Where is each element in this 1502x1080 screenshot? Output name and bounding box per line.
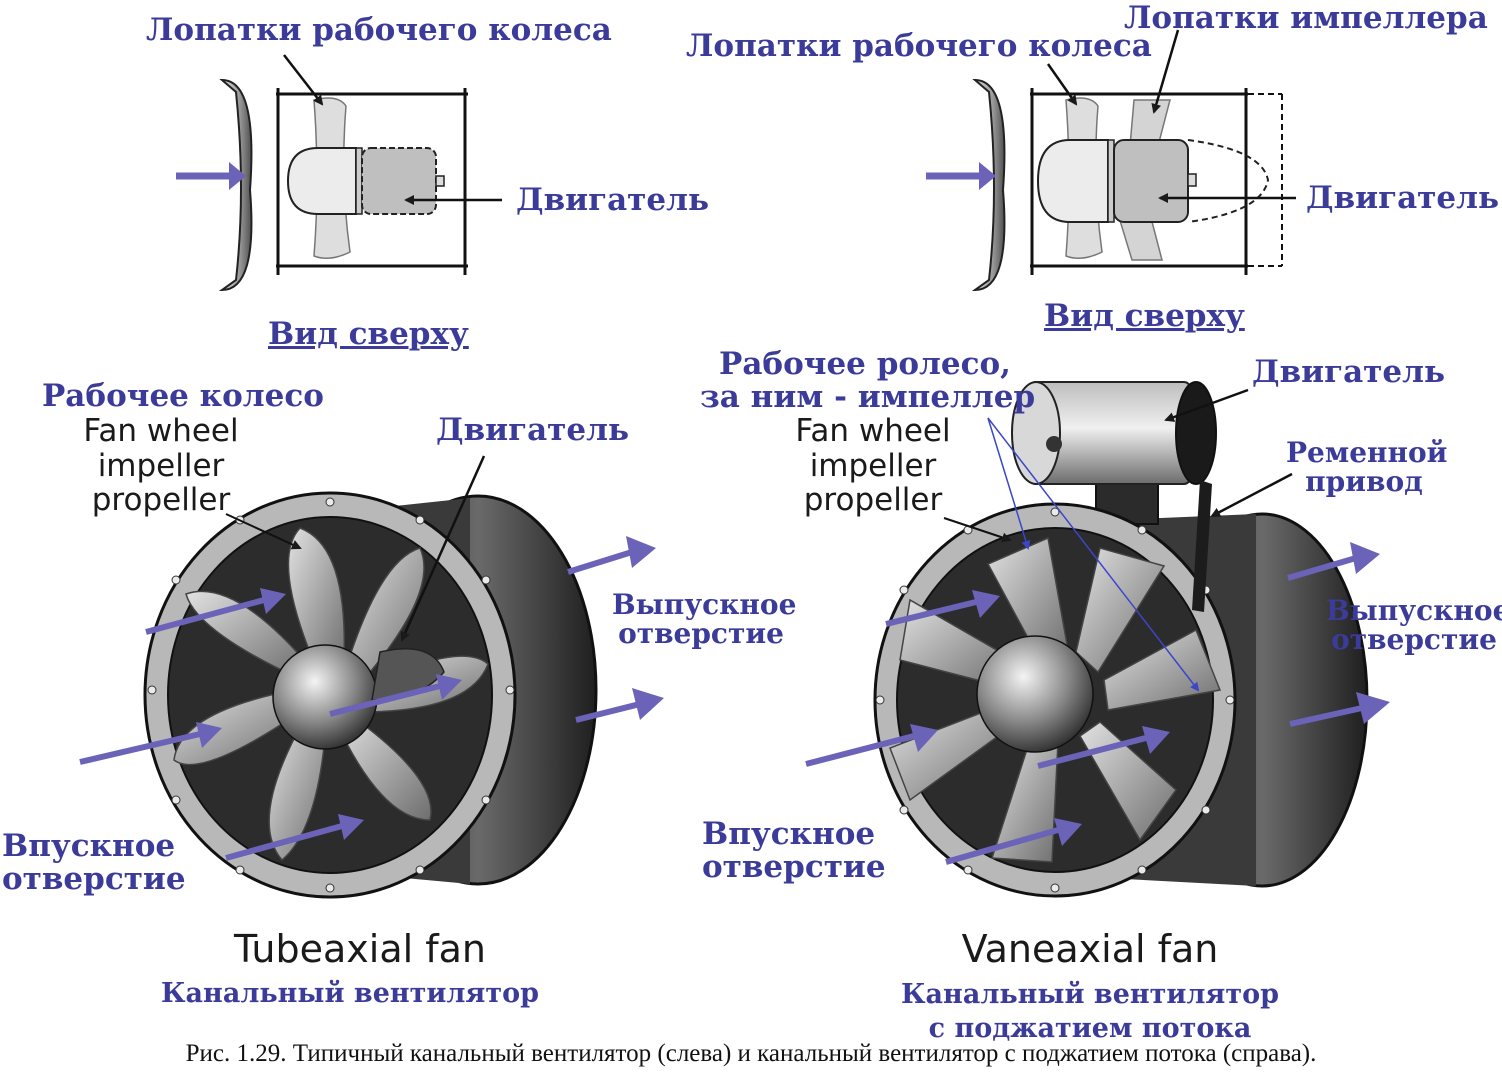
tr-view-label: Вид сверху: [1044, 298, 1245, 334]
vane-motor-label: Двигатель: [1252, 354, 1446, 390]
vane-title-ru: Канальный вентилятор с поджатием потока: [880, 978, 1300, 1046]
leader-blades: [283, 54, 324, 106]
leader-wheel: [225, 513, 302, 550]
figure-caption: Рис. 1.29. Типичный канальный вентилятор…: [185, 1040, 1317, 1067]
tube-title-en: Tubeaxial fan: [233, 927, 487, 971]
wheel-en-line: impeller: [97, 447, 225, 484]
outlet-line: отверстие: [1331, 623, 1497, 657]
top-right-schematic: [926, 29, 1296, 292]
nose-cone: [286, 147, 357, 215]
outlet-line: Выпускное: [1326, 594, 1502, 627]
motor-shape: [1113, 139, 1189, 223]
flange-bolts: [147, 497, 515, 893]
leader-motor: [1164, 388, 1249, 422]
inlet-line: Впускное: [2, 828, 176, 864]
vane-belt-label: Ременной привод: [1286, 436, 1448, 499]
motor: [1011, 381, 1217, 485]
tr-impeller-label: Лопатки импеллера: [1124, 0, 1488, 36]
motor-shape: [361, 147, 437, 215]
leader-blades: [1046, 63, 1078, 106]
hub: [976, 635, 1094, 753]
airflow-arrowheads: [196, 536, 664, 840]
belt-line: Ременной: [1286, 436, 1448, 469]
wheel-en-line: propeller: [91, 482, 231, 519]
tube-outlet-label: Выпускное отверстие: [612, 588, 797, 651]
airflow-arrowheads: [910, 542, 1390, 846]
airflow-arrows: [805, 555, 1363, 865]
belt: [1192, 480, 1212, 612]
wheel-en-line: Fan wheel: [795, 413, 951, 449]
tube-wheel-ru: Рабочее колесо: [42, 378, 324, 414]
inlet-bell: [971, 78, 1006, 292]
wheel-en-line: Fan wheel: [83, 413, 239, 449]
vane-wheel-ru: Рабочее ролесо, за ним - импеллер: [700, 346, 1036, 415]
inlet-line: отверстие: [702, 848, 886, 885]
tube-motor-label: Двигатель: [436, 412, 630, 448]
outlet-line: отверстие: [618, 617, 784, 651]
wheel-en-line: impeller: [809, 447, 937, 484]
tubeaxial-fan: [79, 455, 664, 899]
vaneaxial-fan: [805, 381, 1390, 898]
inlet-line: Впускное: [702, 816, 876, 852]
leader-impeller: [1151, 29, 1180, 114]
inlet-line: отверстие: [2, 860, 186, 897]
wheel-ru-line: за ним - импеллер: [700, 378, 1036, 415]
leader-motor: [400, 455, 486, 642]
tube-wheel-en: Fan wheel impeller propeller: [66, 414, 256, 518]
hub: [272, 644, 378, 750]
tube-inlet-label: Впускное отверстие: [2, 828, 186, 897]
leader-belt: [1210, 472, 1293, 518]
tr-motor-label: Двигатель: [1306, 180, 1500, 216]
vane-wheel-en: Fan wheel impeller propeller: [778, 414, 968, 518]
outlet-line: Выпускное: [612, 588, 797, 621]
vane-outlet-label: Выпускное отверстие: [1326, 596, 1502, 655]
wheel-ru-line: Рабочее ролесо,: [719, 346, 1011, 382]
nose-cone: [1036, 139, 1109, 223]
wheel-en-line: propeller: [803, 482, 943, 519]
vane-title-en: Vaneaxial fan: [961, 927, 1219, 971]
tl-motor-label: Двигатель: [516, 182, 710, 218]
leader-wheel: [943, 517, 1012, 543]
top-left-schematic: [176, 54, 502, 292]
tail-cone: [1187, 139, 1270, 223]
leader-impeller-blue: [987, 417, 1200, 692]
belt-line: привод: [1305, 465, 1423, 499]
tl-view-label: Вид сверху: [268, 316, 469, 352]
tl-blades-label: Лопатки рабочего колеса: [146, 12, 612, 48]
title-ru-line: с поджатием потока: [928, 1012, 1252, 1044]
airflow-arrows: [79, 549, 641, 861]
vane-inlet-label: Впускное отверстие: [702, 816, 886, 885]
title-ru-line: Канальный вентилятор: [901, 979, 1279, 1010]
leader-wheel-blue: [987, 417, 1031, 550]
flange-bolts: [875, 507, 1235, 893]
tube-title-ru: Канальный вентилятор: [161, 978, 539, 1009]
inlet-bell: [218, 78, 253, 292]
tr-blades-label: Лопатки рабочего колеса: [686, 28, 1152, 64]
